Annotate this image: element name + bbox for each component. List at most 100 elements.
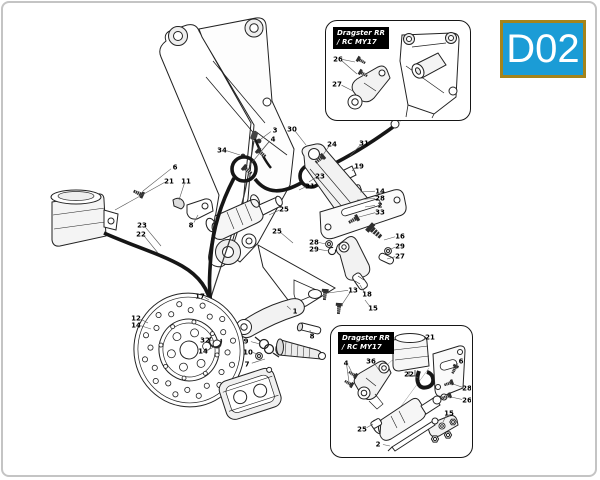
brake-disc: [133, 292, 245, 408]
callout-leader: [386, 256, 396, 260]
callout-leader: [178, 183, 185, 201]
callout-number: 4: [344, 360, 349, 368]
disc-hole: [191, 319, 197, 325]
callout-leader: [298, 186, 306, 191]
callout-number: 31: [359, 140, 369, 148]
callout-leader: [327, 290, 349, 294]
disc-hole: [155, 312, 162, 319]
callout-leader: [348, 365, 353, 374]
callout-number: 16: [395, 233, 405, 241]
callout-number: 29: [309, 246, 319, 254]
disc-hole: [219, 316, 226, 323]
callout-number: 36: [366, 358, 376, 366]
callout-leader: [114, 182, 165, 211]
disc-hole: [190, 328, 199, 338]
disc-hole: [214, 352, 220, 358]
callout-number: 11: [181, 178, 191, 186]
master-cylinder: [205, 194, 283, 240]
callout-number: 13: [348, 287, 358, 295]
callout-leader: [364, 205, 376, 208]
disc-hole: [230, 337, 237, 344]
callout-number: 30: [287, 126, 297, 134]
disc-hole: [195, 392, 202, 399]
disc-hole: [220, 329, 227, 336]
callout-leader: [388, 246, 396, 251]
callout-leader: [308, 177, 316, 183]
disc-hole: [181, 375, 187, 381]
callout-number: 21: [425, 334, 435, 342]
callout-leader: [251, 358, 266, 364]
callout-number: 14: [375, 188, 385, 196]
callout-number: 18: [362, 291, 372, 299]
callout-leader: [359, 190, 376, 193]
disc-hole: [184, 386, 191, 393]
callout-number: 8: [189, 222, 194, 230]
hose-clip: [172, 197, 185, 210]
callout-number: 25: [272, 228, 282, 236]
callout-number: 1: [293, 308, 298, 316]
callout-leader: [442, 415, 447, 423]
callout-leader: [420, 337, 426, 342]
callout-leader: [260, 131, 271, 140]
callout-leader: [144, 236, 159, 254]
inset-reservoir: [392, 333, 430, 377]
callout-leader: [351, 167, 356, 172]
brake-pedal: [236, 298, 305, 339]
disc-hole: [228, 361, 235, 368]
inset-top-label-line1: Dragster RR: [337, 29, 385, 37]
callout-number: 9: [244, 338, 249, 346]
callout-number: 14: [198, 348, 208, 356]
disc-hole: [206, 313, 213, 320]
disc-hole: [172, 391, 179, 398]
callout-leader: [382, 444, 391, 447]
callout-number: 10: [243, 349, 253, 357]
callout-leader: [349, 144, 361, 157]
callout-leader: [318, 242, 327, 245]
callout-leader: [207, 346, 215, 351]
callout-number: 22: [404, 371, 414, 379]
callout-leader: [193, 214, 199, 223]
main-exploded-diagram: 6211182322343430243119233114282332525162…: [50, 17, 407, 420]
callout-leader: [226, 150, 241, 156]
callout-number: 19: [354, 163, 364, 171]
callout-leader: [142, 168, 172, 192]
callout-number: 24: [327, 141, 337, 149]
inset-pushrod: [387, 417, 439, 452]
reservoir-hose: [103, 231, 213, 307]
callout-leader: [383, 236, 396, 241]
rear-brake-reservoir: [50, 189, 119, 247]
frame-assembly: [159, 17, 336, 308]
callout-leader: [280, 232, 294, 244]
callout-number: 28: [375, 195, 385, 203]
callout-number: 15: [444, 410, 454, 418]
callout-leader: [145, 227, 162, 247]
callout-number: 17: [195, 293, 205, 301]
callout-leader: [268, 209, 280, 216]
callout-number: 26: [333, 56, 343, 64]
callout-leader: [342, 59, 356, 63]
disc-hole: [209, 331, 215, 337]
callout-leader: [140, 325, 152, 330]
callout-number: 28: [462, 385, 471, 393]
callout-number: 29: [395, 243, 405, 251]
inset-clamp: [370, 418, 383, 429]
callout-number: 7: [245, 361, 250, 369]
disc-hole: [143, 332, 150, 339]
callout-number: 27: [395, 253, 405, 261]
disc-hole: [179, 362, 188, 372]
callout-leader: [286, 305, 291, 310]
callout-number: 2: [376, 441, 381, 449]
disc-hole: [176, 301, 183, 308]
callout-leader: [140, 318, 149, 324]
disc-hole: [151, 364, 158, 371]
callout-leader: [364, 299, 370, 307]
disc-hole: [168, 311, 175, 318]
disc-hole: [196, 358, 206, 368]
callout-number: 26: [462, 397, 471, 405]
linkage-lever: [335, 236, 371, 291]
disc-hole: [147, 344, 154, 351]
callout-leader: [295, 131, 307, 146]
